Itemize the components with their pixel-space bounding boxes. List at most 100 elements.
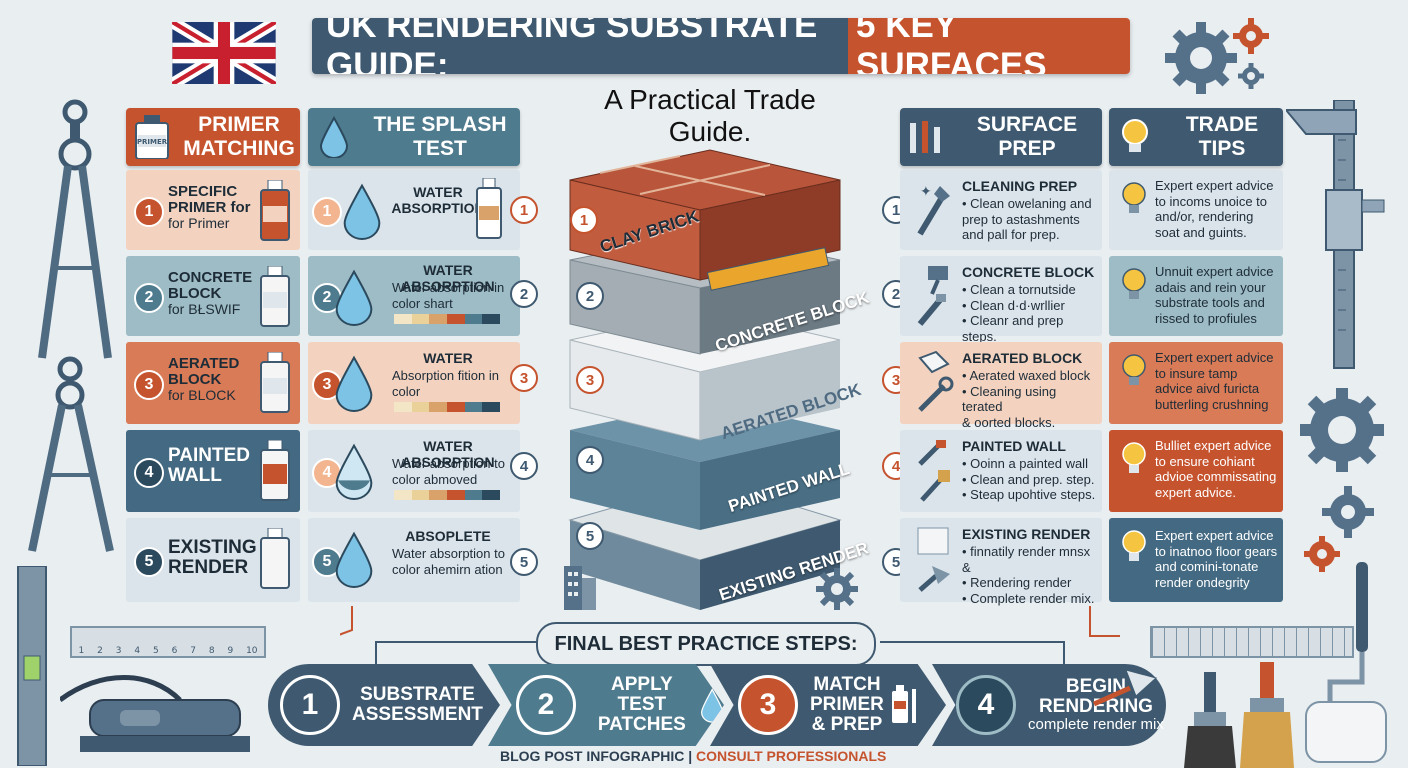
- tip-line: Expert expert advice: [1155, 528, 1274, 543]
- gear-icon: [1165, 18, 1269, 94]
- connector-number: 4: [510, 452, 538, 480]
- tip-line: Unnuit expert advice: [1155, 264, 1274, 279]
- splash-title: WATER: [423, 350, 473, 366]
- lightbulb-icon: [1122, 354, 1146, 385]
- step-line: & PREP: [811, 713, 883, 735]
- caliper-icon: [1286, 100, 1385, 369]
- tip-line: Bulliet expert advice: [1155, 438, 1272, 453]
- prep-line: prep to astashments: [962, 211, 1080, 227]
- connector-number: 3: [510, 364, 538, 392]
- primer-bottle-icon: [260, 180, 290, 241]
- trowel-icon: [917, 527, 950, 592]
- title-main: UK RENDERING SUBSTRATE GUIDE:: [312, 18, 848, 74]
- prep-line: • Aerated waxed block: [962, 368, 1091, 383]
- splash-text: Water absorption to color abmoved: [392, 456, 505, 487]
- primer-bottle-icon: [260, 528, 290, 589]
- tip-line: advice aivd furicta: [1155, 381, 1260, 397]
- trade-tips-header: TRADE TIPS: [1109, 108, 1283, 166]
- prep-line: & oorted blocks.: [962, 414, 1056, 430]
- primer-label: EXISTING RENDER: [168, 537, 257, 578]
- color-chart: [394, 314, 501, 324]
- step-number: 4: [956, 675, 1016, 735]
- scraper-icon: [917, 266, 948, 326]
- lightbulb-icon: [1122, 530, 1146, 561]
- spirit-level-icon: [17, 566, 47, 766]
- surface-prep-title: SURFACE PREP: [976, 112, 1078, 160]
- step-number: 1: [280, 675, 340, 735]
- tip-line: substrate tools and: [1155, 295, 1265, 311]
- tip-line: to incoms unoice to: [1155, 193, 1268, 209]
- primer-row: 5 EXISTING RENDER: [126, 518, 300, 602]
- tip-line: soat and guints.: [1155, 224, 1247, 240]
- prep-text: • Clean a tornutside• Clean d·d·wrllier•…: [962, 282, 1100, 344]
- primer-bottle-icon: [476, 178, 502, 239]
- title-banner: UK RENDERING SUBSTRATE GUIDE: 5 KEY SURF…: [312, 18, 1130, 74]
- primer-bottle-icon: [891, 685, 916, 723]
- splash-row: 5 ABSOPLETE Water absorption to color ah…: [308, 518, 520, 602]
- prep-row: AERATED BLOCK • Aerated waxed block• Cle…: [900, 342, 1102, 430]
- splash-text: Water absorption to color ahemirn ation: [392, 546, 505, 577]
- step-line: SUBSTRATE: [360, 684, 475, 706]
- primer-sub: for Primer: [168, 214, 230, 231]
- gear-icon: [816, 568, 858, 610]
- step-line: BEGIN: [1065, 675, 1127, 697]
- title-highlight: 5 KEY SURFACES: [848, 18, 1130, 74]
- prep-line: • Rendering render: [962, 575, 1072, 591]
- prep-line: • Clean a tornutside: [962, 282, 1076, 297]
- step-line: RENDERING: [1038, 695, 1153, 717]
- prep-line: • Clean d·d·wrllier: [962, 297, 1065, 313]
- primer-label: PAINTED WALL: [168, 445, 250, 486]
- row-number: 4: [134, 458, 164, 488]
- primer-jar-label: PRIMER: [137, 138, 168, 146]
- tip-line: adais and rein your: [1155, 279, 1266, 295]
- lightbulb-icon: [1122, 268, 1146, 299]
- prep-title: CLEANING PREP: [962, 178, 1078, 194]
- footer: BLOG POST INFOGRAPHIC | CONSULT PROFESSI…: [500, 748, 920, 764]
- row-number: 5: [134, 547, 164, 577]
- water-drop-icon: [335, 443, 373, 500]
- connector-number: 1: [570, 206, 598, 234]
- ruler-tick: 10: [246, 646, 258, 656]
- primer-label-text: SPECIFIC PRIMER for: [168, 183, 251, 216]
- step-number: 3: [738, 675, 798, 735]
- primer-bottle-icon: PRIMER: [126, 115, 178, 159]
- trowel-icon: [1092, 669, 1158, 707]
- prep-line: • Cleanr and prep steps.: [962, 313, 1064, 344]
- row-number: 1: [312, 197, 342, 227]
- connector-number: 4: [576, 446, 604, 474]
- paint-roller-icon: [1305, 562, 1387, 763]
- step-line: MATCH: [813, 674, 881, 696]
- row-number: 1: [134, 197, 164, 227]
- step-line: ASSESSMENT: [352, 704, 483, 725]
- splash-row: 1 WATER ABSORPTION: [308, 170, 520, 250]
- connector-lines: [340, 606, 1120, 664]
- primer-label-text: AERATED BLOCK: [168, 355, 240, 388]
- prep-title: EXISTING RENDER: [962, 526, 1091, 542]
- ruler: 1 2 3 4 5 6 7 8 9 10: [70, 626, 266, 658]
- splash-text: Absorption fition in color: [392, 368, 499, 399]
- ruler: [1150, 626, 1354, 658]
- tip-line: render ondegrity: [1155, 574, 1250, 590]
- prep-title: PAINTED WALL: [962, 438, 1066, 454]
- ruler-tick: 8: [208, 646, 215, 656]
- water-drop-icon: [335, 355, 373, 412]
- water-drop-icon: [308, 116, 360, 158]
- prep-row: PAINTED WALL • Ooinn a painted wall• Cle…: [900, 430, 1102, 512]
- splash-row: 4 WATER ABSORPTION Water absorption to c…: [308, 430, 520, 512]
- prep-line: • Ooinn a painted wall: [962, 456, 1088, 471]
- water-drop-icon: [343, 183, 381, 240]
- ruler-tick: 2: [97, 646, 103, 656]
- water-drop-icon: [335, 269, 373, 326]
- primer-matching-title: PRIMER MATCHING: [183, 112, 295, 160]
